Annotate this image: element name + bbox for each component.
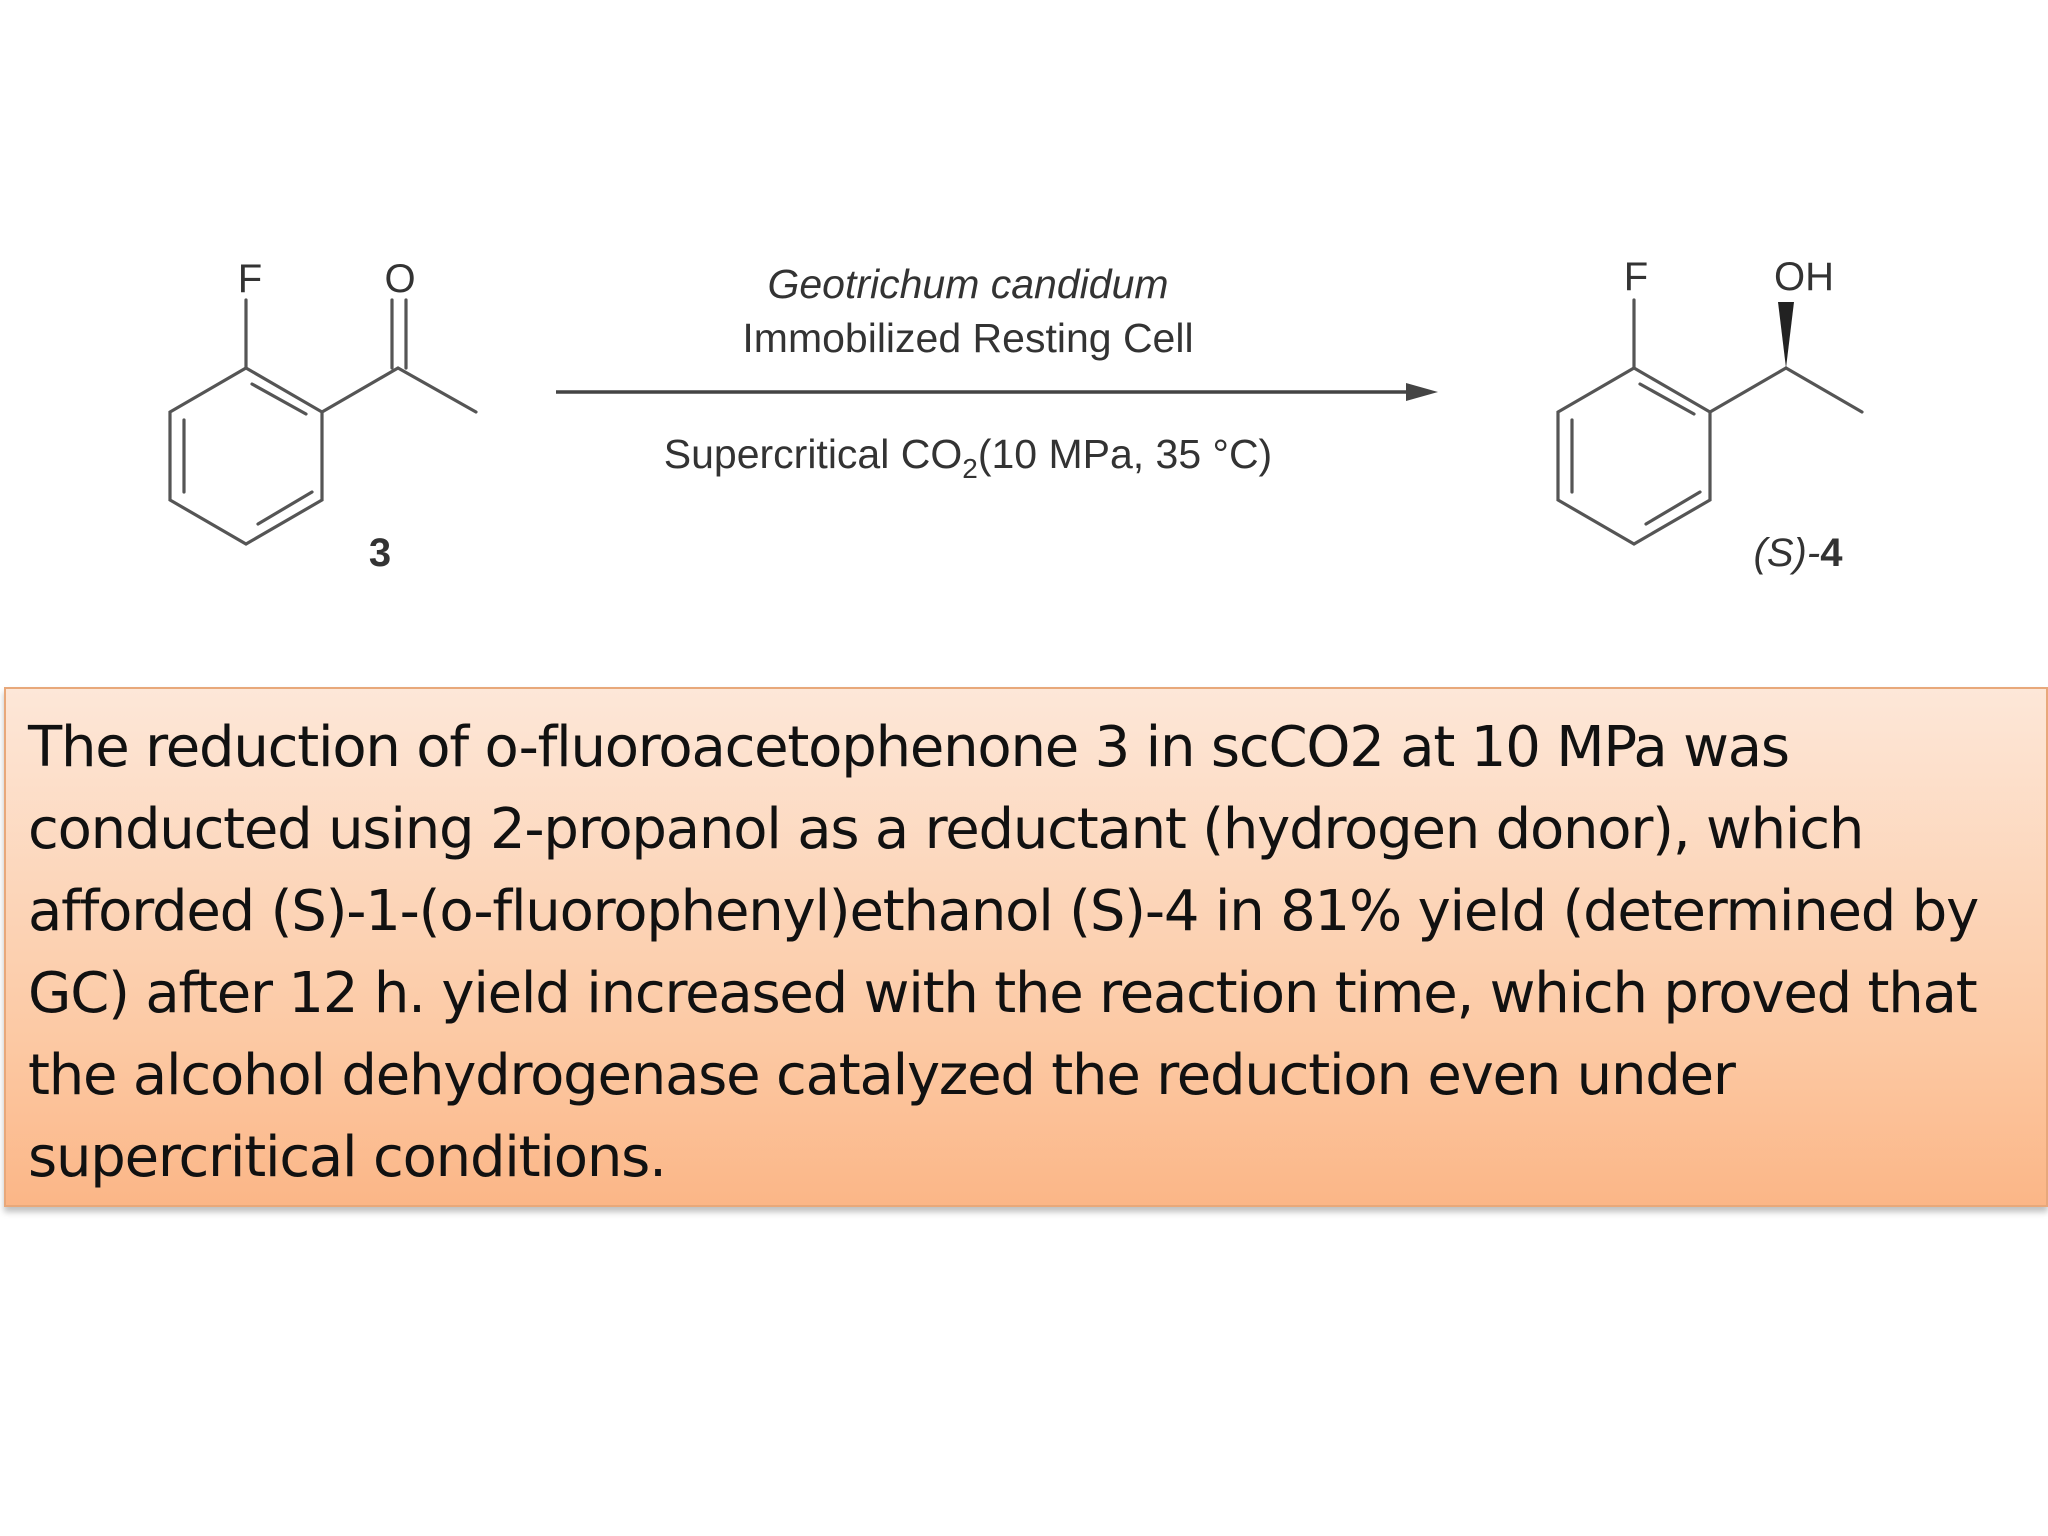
reaction-arrow-head bbox=[1406, 383, 1438, 401]
product-fluorine-label: F bbox=[1624, 255, 1648, 299]
product-compound-label: (S)-4 bbox=[1754, 531, 1844, 575]
solvent-subscript: 2 bbox=[962, 453, 978, 484]
description-box: The reduction of o-fluoroacetophenone 3 … bbox=[4, 687, 2048, 1207]
solvent-suffix: (10 MPa, 35 °C) bbox=[978, 431, 1272, 477]
catalyst-name: Geotrichum candidum bbox=[767, 261, 1168, 307]
reactant-fluorine-label: F bbox=[238, 257, 262, 301]
product-carbinol-bond bbox=[1708, 366, 1788, 414]
reactant-benzene-ring bbox=[168, 366, 324, 546]
reactant-methyl-bond bbox=[396, 366, 478, 414]
reactant-ring-double-bond bbox=[250, 382, 308, 416]
solvent-conditions: Supercritical CO2(10 MPa, 35 °C) bbox=[664, 431, 1272, 484]
reactant-structure: F O 3 bbox=[168, 257, 478, 575]
product-compound-number: 4 bbox=[1820, 531, 1843, 575]
product-hydroxyl-label: OH bbox=[1774, 255, 1834, 299]
product-methyl-bond bbox=[1784, 366, 1864, 414]
product-structure: F OH (S)-4 bbox=[1556, 255, 1864, 575]
reactant-compound-number: 3 bbox=[369, 531, 391, 575]
catalyst-form: Immobilized Resting Cell bbox=[742, 315, 1193, 361]
description-text: The reduction of o-fluoroacetophenone 3 … bbox=[28, 715, 1979, 1190]
reaction-conditions: Geotrichum candidum Immobilized Resting … bbox=[556, 261, 1438, 484]
reaction-scheme: F O 3 Geotrichum candidum Immobilized Re… bbox=[168, 255, 1864, 575]
product-stereo-label: (S)- bbox=[1754, 531, 1821, 575]
reactant-oxygen-label: O bbox=[384, 257, 415, 301]
product-wedge-bond bbox=[1778, 302, 1794, 368]
reactant-acyl-bond bbox=[320, 366, 400, 414]
product-benzene-ring bbox=[1556, 366, 1712, 546]
solvent-prefix: Supercritical CO bbox=[664, 431, 962, 477]
reactant-ring-double-bond bbox=[256, 490, 314, 526]
product-ring-double-bond bbox=[1644, 490, 1702, 526]
product-ring-double-bond bbox=[1638, 382, 1696, 416]
